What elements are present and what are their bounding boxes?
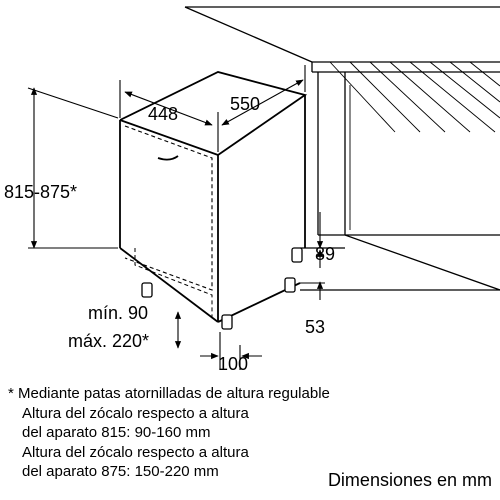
max-height-label: máx. 220* [68,331,149,351]
front-offset-label: 100 [218,354,248,370]
footnote-line: * Mediante patas atornilladas de altura … [8,385,330,402]
dimension-lines [27,65,325,370]
footnote-line: del aparato 815: 90-160 mm [22,424,211,441]
min-height-label: mín. 90 [88,303,148,323]
height-label: 815-875* [4,182,77,202]
width-label: 448 [148,104,178,124]
dimension-diagram: 448 550 815-875* 89 53 mín. 90 máx. 220*… [4,6,500,370]
appliance-body [119,71,308,323]
footnote-line: del aparato 875: 150-220 mm [22,463,219,480]
foot-offset-label: 53 [305,317,325,337]
countertop-hatching [329,61,500,230]
footnotes: * Mediante patas atornilladas de altura … [8,384,448,482]
appliance-feet [141,247,303,330]
depth-label: 550 [230,94,260,114]
footnote-line: Altura del zócalo respecto a altura [22,404,249,422]
units-caption: Dimensiones en mm [327,470,492,490]
plinth-range-label: 89 [315,244,335,264]
cabinet-niche [184,6,500,291]
footnote-line: Altura del zócalo respecto a altura [22,443,249,461]
